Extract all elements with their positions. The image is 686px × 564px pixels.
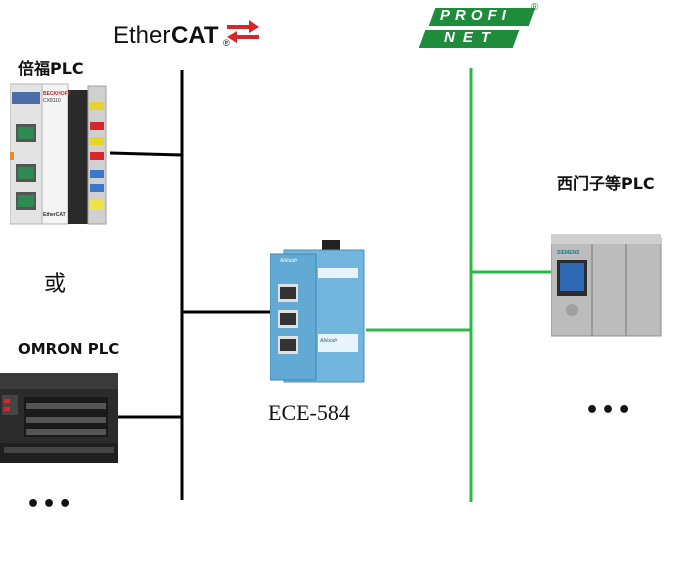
profinet-logo-bottom-text: NET xyxy=(444,29,498,46)
beckhoff-plc-device: BECKHOFF CX8110 EtherCAT xyxy=(9,82,108,228)
beckhoff-brand-text: BECKHOFF xyxy=(43,91,71,97)
profinet-logo: PROFI NET ® xyxy=(418,2,543,54)
profinet-logo-top-text: PROFI xyxy=(440,7,511,24)
gateway-label: ECE-584 xyxy=(268,400,350,425)
siemens-brand-text: SIEMENS xyxy=(557,250,580,256)
omron-plc-device xyxy=(0,373,118,463)
or-text: 或 xyxy=(44,272,67,297)
gateway-brand-text-lower: Abloodr xyxy=(320,338,338,344)
right-more-dots: ••• xyxy=(585,398,634,423)
gateway-brand-text: Abloodr xyxy=(280,258,298,264)
ethercat-logo-prefix: Ether xyxy=(113,22,171,49)
siemens-plc-label: 西门子等PLC xyxy=(557,174,655,193)
beckhoff-link xyxy=(109,151,183,157)
ethercat-logo-mark: ® xyxy=(223,38,230,48)
siemens-plc-device: SIEMENS xyxy=(550,234,663,338)
omron-plc-label: OMRON PLC xyxy=(18,340,120,358)
beckhoff-plc-label: 倍福PLC xyxy=(18,59,84,78)
ethercat-logo-suffix: CAT xyxy=(171,22,219,49)
ethercat-arrows-icon xyxy=(227,20,259,43)
left-more-dots: ••• xyxy=(26,492,75,517)
ethercat-logo: Ether CAT ® xyxy=(113,18,263,54)
gateway-device: Abloodr Abloodr xyxy=(269,238,366,384)
beckhoff-ethercat-badge: EtherCAT xyxy=(43,212,66,218)
beckhoff-model-text: CX8110 xyxy=(43,98,61,104)
profinet-logo-mark: ® xyxy=(531,2,539,13)
